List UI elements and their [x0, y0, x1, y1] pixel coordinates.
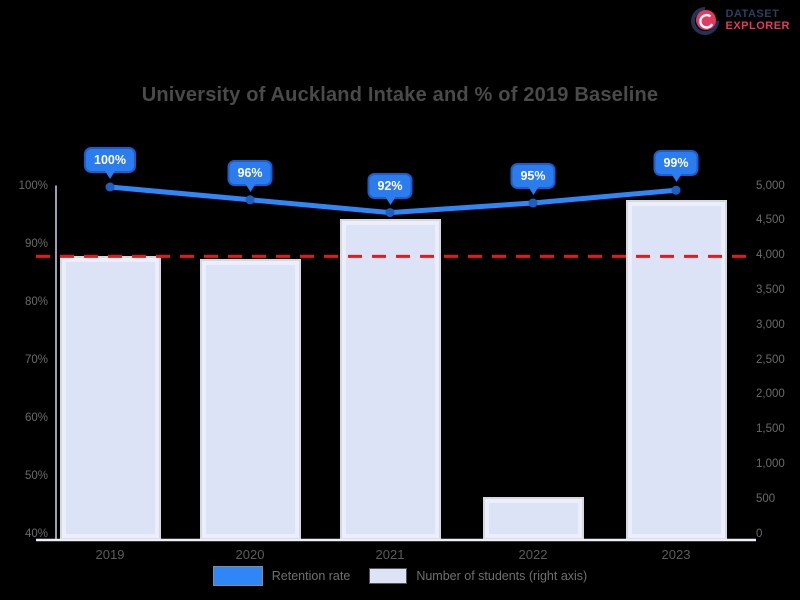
bar-2021: [339, 218, 441, 540]
left-axis-tick: 90%: [24, 237, 48, 250]
x-axis-label-2019: 2019: [95, 547, 125, 562]
bar-2020: [199, 258, 301, 540]
legend: Retention rate Number of students (right…: [0, 566, 800, 586]
right-axis-tick: 5,000: [756, 179, 785, 192]
right-axis-tick: 4,500: [756, 214, 785, 227]
right-axis-tick: 0: [756, 527, 763, 540]
logo-text: DATASET EXPLORER: [725, 9, 790, 32]
right-axis-tick: 500: [756, 492, 776, 505]
data-label-2022: 95%: [510, 163, 556, 195]
data-label-2023: 99%: [653, 150, 699, 183]
left-axis-tick: 50%: [24, 469, 48, 482]
left-axis-tick: 100%: [18, 179, 48, 192]
x-axis-label-2021: 2021: [375, 547, 405, 562]
right-axis-tick: 2,500: [756, 353, 785, 366]
data-label-2019: 100%: [84, 147, 136, 179]
right-axis-tick: 4,000: [756, 249, 785, 262]
right-axis-tick: 3,000: [756, 318, 785, 331]
right-axis-tick: 1,500: [756, 423, 785, 436]
explorer-logo-icon: [691, 7, 720, 35]
line-point-2021: [385, 208, 395, 218]
left-axis-tick: 80%: [24, 295, 48, 308]
legend-label-retention-rate: Retention rate: [271, 569, 351, 583]
x-axis-label-2020: 2020: [235, 547, 265, 562]
legend-label-students: Number of students (right axis): [416, 569, 588, 583]
logo: DATASET EXPLORER: [690, 6, 790, 36]
line-point-2023: [671, 185, 681, 195]
right-axis-tick: 3,500: [756, 283, 785, 296]
left-axis-tick: 70%: [24, 353, 48, 366]
line-point-2022: [528, 198, 538, 208]
data-label-pointer: [385, 196, 395, 205]
x-axis-label-2022: 2022: [518, 547, 548, 562]
data-label-pointer: [528, 187, 538, 195]
right-axis-tick: 1,000: [756, 457, 785, 470]
line-point-2019: [105, 182, 115, 192]
logo-line1: DATASET: [725, 8, 780, 21]
bar-2019: [59, 256, 161, 540]
x-axis-label-2023: 2023: [661, 547, 691, 562]
left-axis-tick: 40%: [24, 527, 48, 540]
legend-swatch-students: [369, 568, 408, 584]
data-label-pointer: [104, 171, 115, 179]
data-label-pointer: [245, 183, 255, 192]
chart-title: University of Auckland Intake and % of 2…: [141, 84, 659, 106]
data-label-2020: 96%: [227, 159, 273, 192]
data-label-2021: 92%: [367, 172, 413, 205]
right-axis-tick: 2,000: [756, 388, 785, 401]
line-point-2020: [245, 195, 255, 205]
left-axis-tick: 60%: [24, 411, 48, 424]
logo-line2: EXPLORER: [725, 20, 790, 32]
legend-swatch-retention-rate: [212, 566, 263, 586]
data-label-pointer: [671, 174, 681, 183]
